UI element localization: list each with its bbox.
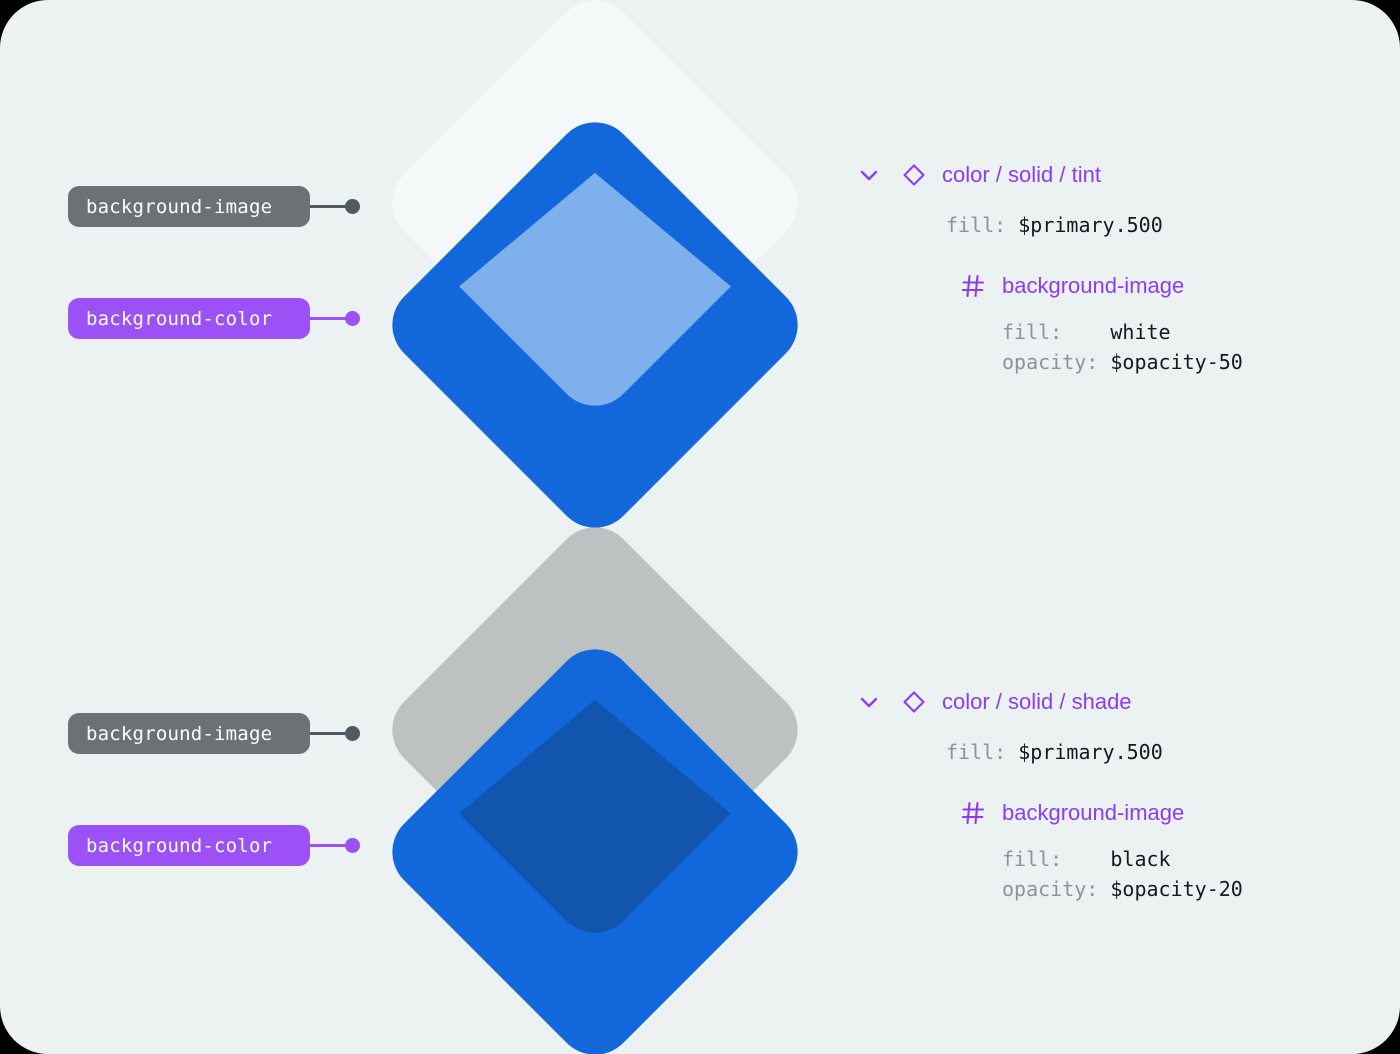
prop-value: $primary.500 xyxy=(1018,740,1163,764)
leader-dot-background-color xyxy=(345,311,360,326)
layer-node-title: background-image xyxy=(1002,273,1185,298)
prop-row: opacity: $opacity-20 xyxy=(1002,874,1336,904)
leader-line-background-color xyxy=(310,844,348,847)
prop-row: fill: white xyxy=(1002,317,1336,347)
layer-node-title: background-image xyxy=(1002,800,1185,825)
hash-grid-icon xyxy=(961,274,985,298)
leader-line-background-color xyxy=(310,317,348,320)
prop-key: fill: xyxy=(1002,320,1063,344)
token-node-title: color / solid / tint xyxy=(942,162,1101,187)
chip-background-color[interactable]: background-color xyxy=(68,298,310,339)
leader-line-background-image xyxy=(310,205,348,208)
annotation-panel-shade: color / solid / shade fill: $primary.500… xyxy=(856,685,1336,904)
diamond-stack-shade xyxy=(375,510,815,1054)
leader-dot-background-image xyxy=(345,199,360,214)
chip-label: background-image xyxy=(86,195,273,218)
chip-background-color[interactable]: background-color xyxy=(68,825,310,866)
prop-key: opacity: xyxy=(1002,877,1099,901)
token-props: fill: $primary.500 xyxy=(946,210,1336,240)
layer-node-header[interactable]: background-image xyxy=(960,798,1336,828)
prop-key: fill: xyxy=(946,740,1007,764)
section-tint: background-image background-color xyxy=(68,0,1336,545)
prop-value: black xyxy=(1110,847,1171,871)
chevron-down-icon[interactable] xyxy=(856,162,882,188)
leader-dot-background-color xyxy=(345,838,360,853)
diamond-component-icon xyxy=(903,691,925,713)
prop-key: opacity: xyxy=(1002,350,1099,374)
chip-label: background-image xyxy=(86,722,273,745)
prop-value: $opacity-50 xyxy=(1110,350,1243,374)
layer-props: fill: white opacity: $opacity-50 xyxy=(1002,317,1336,377)
prop-value: $opacity-20 xyxy=(1110,877,1243,901)
chip-label: background-color xyxy=(86,834,273,857)
section-shade: background-image background-color xyxy=(0,510,1400,1054)
prop-row: opacity: $opacity-50 xyxy=(1002,347,1336,377)
leader-line-background-image xyxy=(310,732,348,735)
prop-row: fill: $primary.500 xyxy=(946,210,1336,240)
prop-key: fill: xyxy=(1002,847,1063,871)
token-node-header[interactable]: color / solid / tint xyxy=(856,158,1336,192)
prop-row: fill: black xyxy=(1002,844,1336,874)
token-node-title: color / solid / shade xyxy=(942,689,1132,714)
chip-label: background-color xyxy=(86,307,273,330)
token-props: fill: $primary.500 xyxy=(946,737,1336,767)
prop-row: fill: $primary.500 xyxy=(946,737,1336,767)
hash-grid-icon xyxy=(961,801,985,825)
layer-props: fill: black opacity: $opacity-20 xyxy=(1002,844,1336,904)
layer-node-header[interactable]: background-image xyxy=(960,271,1336,301)
chip-background-image[interactable]: background-image xyxy=(68,186,310,227)
prop-value: white xyxy=(1110,320,1171,344)
diamond-component-icon xyxy=(903,164,925,186)
diamond-stack-tint xyxy=(375,0,815,545)
annotation-panel-tint: color / solid / tint fill: $primary.500 … xyxy=(856,158,1336,377)
prop-value: $primary.500 xyxy=(1018,213,1163,237)
prop-key: fill: xyxy=(946,213,1007,237)
token-node-header[interactable]: color / solid / shade xyxy=(856,685,1336,719)
chip-background-image[interactable]: background-image xyxy=(68,713,310,754)
leader-dot-background-image xyxy=(345,726,360,741)
chevron-down-icon[interactable] xyxy=(856,689,882,715)
